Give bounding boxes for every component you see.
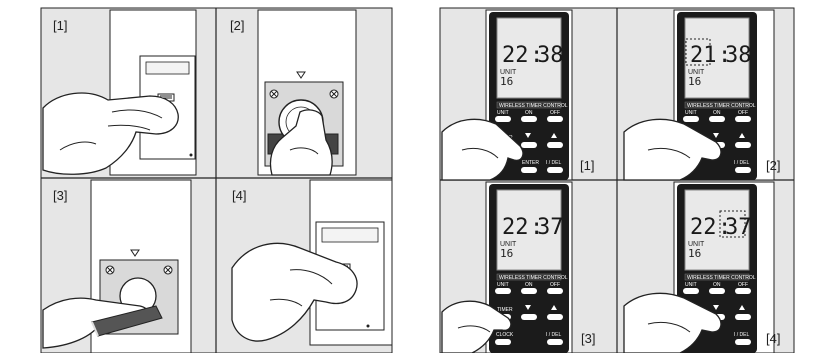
left-panel-2-label: [2] (230, 18, 244, 33)
btn-unit-label: UNIT (685, 110, 697, 116)
btn-delete-label: I / DEL (546, 160, 562, 166)
btn-delete-label: I / DEL (734, 332, 750, 338)
unit-value: 16 (500, 247, 513, 260)
lcd-minutes: 38 (537, 43, 564, 68)
right-panel-1-label: [1] (580, 158, 594, 173)
btn-off-label: OFF (738, 282, 748, 288)
btn-on-label: ON (713, 110, 721, 116)
btn-enter-label: ENTER (522, 160, 539, 166)
strip-text: WIRELESS TIMER CONTROL (499, 103, 568, 109)
btn-off-label: OFF (550, 282, 560, 288)
btn-delete-label: I / DEL (734, 160, 750, 166)
btn-on-label: ON (713, 282, 721, 288)
lcd-hours: 22 (690, 215, 717, 240)
lcd-hours: 21 (690, 43, 717, 68)
btn-delete-label: I / DEL (546, 332, 562, 338)
right-panel-2-label: [2] (766, 158, 780, 173)
lcd-minutes: 38 (725, 43, 752, 68)
lcd-hours: 22 (502, 215, 529, 240)
btn-off-label: OFF (550, 110, 560, 116)
btn-unit-label: UNIT (685, 282, 697, 288)
left-panel-1-label: [1] (53, 18, 67, 33)
strip-text: WIRELESS TIMER CONTROL (687, 103, 756, 109)
btn-off-label: OFF (738, 110, 748, 116)
right-panel-3-label: [3] (581, 331, 595, 346)
btn-on-label: ON (525, 282, 533, 288)
strip-text: WIRELESS TIMER CONTROL (499, 275, 568, 281)
right-figure: 22 : 38 UNIT 16 WIRELESS TIMER CONTROL U… (440, 8, 794, 353)
lcd-hours: 22 (502, 43, 529, 68)
btn-unit-label: UNIT (497, 110, 509, 116)
btn-clock-label: CLOCK (496, 332, 514, 338)
lcd-minutes: 37 (537, 215, 564, 240)
unit-value: 16 (688, 247, 701, 260)
unit-value: 16 (500, 75, 513, 88)
btn-on-label: ON (525, 110, 533, 116)
btn-unit-label: UNIT (497, 282, 509, 288)
strip-text: WIRELESS TIMER CONTROL (687, 275, 756, 281)
left-panel-4-label: [4] (232, 188, 246, 203)
unit-value: 16 (688, 75, 701, 88)
left-figure: [1] + [2] (41, 8, 392, 353)
lcd-minutes: 37 (725, 215, 752, 240)
left-panel-3-label: [3] (53, 188, 67, 203)
right-panel-4-label: [4] (766, 331, 780, 346)
